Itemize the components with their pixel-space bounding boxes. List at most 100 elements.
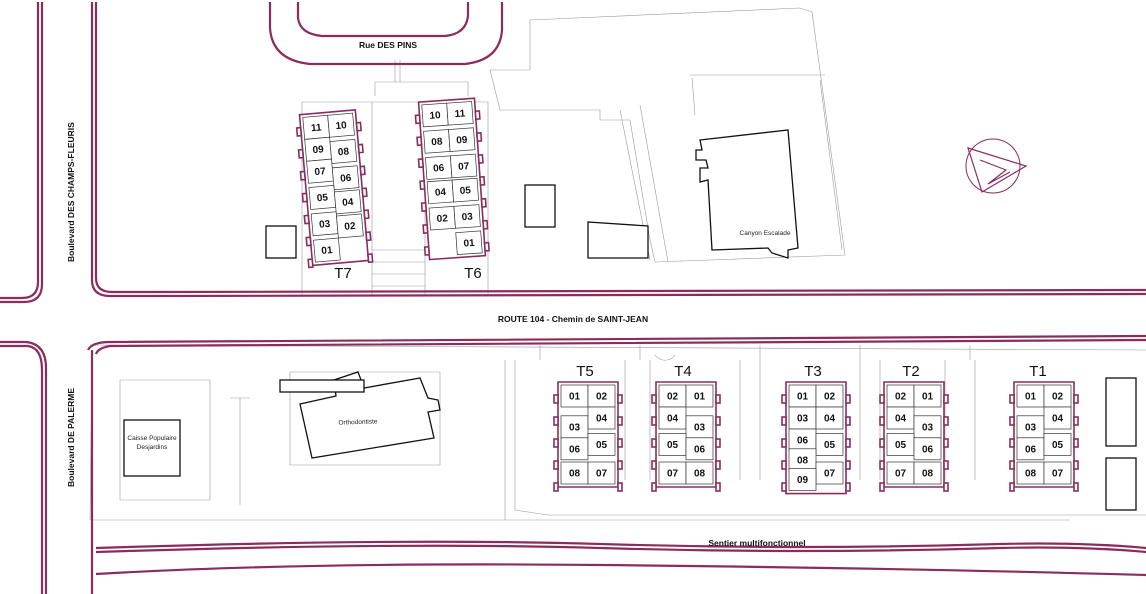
unit-label: 08 — [922, 469, 934, 480]
unit-cell — [455, 230, 483, 255]
tower-label: T7 — [334, 265, 352, 282]
road-label-sentier: Sentier multifonctionnel — [708, 538, 805, 548]
unit-cell — [327, 112, 355, 138]
building-label-orthodontiste: Orthodontiste — [338, 418, 378, 426]
unit-cell — [451, 177, 479, 203]
unit-label: 03 — [569, 422, 581, 433]
unit-label: 08 — [694, 469, 706, 480]
tower-label: T2 — [902, 363, 920, 380]
unit-label: 07 — [596, 469, 608, 480]
unit-label: 01 — [321, 245, 333, 257]
unit-label: 06 — [694, 444, 706, 455]
unit-cell — [685, 461, 714, 485]
unit-label: 06 — [797, 436, 809, 447]
unit-label: 06 — [922, 444, 934, 455]
unit-label: 04 — [824, 414, 836, 425]
unit-cell — [587, 461, 616, 485]
unit-label: 03 — [797, 414, 809, 425]
building-east-2 — [1105, 457, 1137, 511]
road-label-champs-fleuris: Boulevard DES CHAMPS-FLEURIS — [66, 122, 76, 262]
unit-label: 09 — [312, 144, 324, 156]
unit-label: 11 — [311, 122, 323, 134]
building-canyon-escalade — [695, 129, 799, 259]
unit-cell — [815, 406, 844, 430]
building-east-1 — [1105, 377, 1137, 447]
unit-label: 04 — [596, 414, 608, 425]
building-ortho-annex — [279, 379, 365, 393]
unit-cell — [1043, 433, 1072, 456]
tower-label: T6 — [464, 265, 482, 282]
unit-label: 06 — [340, 173, 352, 185]
buildings — [123, 129, 1137, 511]
unit-label: 05 — [596, 440, 608, 451]
unit-cell — [1043, 406, 1072, 430]
building-label-canyon: Canyon Escalade — [740, 230, 791, 237]
unit-cell — [331, 165, 360, 191]
unit-cell — [336, 213, 364, 239]
unit-label: 08 — [1025, 469, 1037, 480]
unit-label: 02 — [1052, 392, 1064, 403]
unit-label: 08 — [569, 469, 581, 480]
unit-label: 03 — [461, 212, 473, 224]
building-label-caisse-2: Desjardins — [137, 444, 168, 451]
unit-label: 10 — [429, 110, 441, 122]
unit-cell — [446, 101, 474, 126]
unit-label: 04 — [667, 414, 679, 425]
unit-cell — [313, 237, 341, 263]
unit-label: 03 — [1025, 422, 1037, 433]
unit-label: 04 — [895, 414, 907, 425]
unit-cell — [815, 433, 844, 456]
unit-label: 02 — [596, 392, 608, 403]
unit-cell — [448, 127, 476, 152]
unit-label: 05 — [316, 192, 328, 204]
building-caisse-populaire — [123, 419, 181, 477]
unit-label: 03 — [922, 422, 934, 433]
north-arrow-icon — [965, 138, 1028, 194]
unit-label: 05 — [824, 440, 836, 451]
unit-label: 02 — [667, 392, 679, 403]
unit-label: 09 — [456, 135, 468, 147]
unit-label: 05 — [667, 440, 679, 451]
unit-cell — [450, 153, 478, 179]
unit-label: 02 — [824, 392, 836, 403]
unit-label: 06 — [1025, 444, 1037, 455]
unit-label: 07 — [824, 469, 836, 480]
unit-label: 07 — [895, 469, 907, 480]
road-label-palerme: Boulevard DE PALERME — [66, 388, 76, 487]
unit-label: 01 — [922, 392, 934, 403]
unit-label: 07 — [458, 161, 470, 173]
unit-cell — [913, 437, 942, 461]
tower-label: T1 — [1029, 363, 1047, 380]
unit-cell — [913, 461, 942, 485]
unit-label: 05 — [459, 185, 471, 197]
unit-label: 01 — [569, 392, 581, 403]
unit-label: 03 — [694, 422, 706, 433]
unit-label: 08 — [797, 455, 809, 466]
unit-cell — [685, 437, 714, 461]
tower-label: T4 — [674, 363, 692, 380]
unit-label: 07 — [314, 166, 326, 178]
building-label-caisse-1: Caisse Populaire — [127, 435, 177, 442]
unit-label: 01 — [1025, 392, 1037, 403]
unit-cell — [334, 189, 362, 215]
unit-label: 05 — [1052, 440, 1064, 451]
unit-label: 02 — [436, 213, 448, 225]
building-west-t7 — [265, 225, 297, 259]
unit-label: 04 — [435, 187, 447, 199]
unit-label: 04 — [1052, 414, 1064, 425]
unit-cell — [587, 433, 616, 456]
unit-label: 01 — [797, 392, 809, 403]
unit-label: 11 — [454, 108, 466, 120]
unit-cell — [587, 406, 616, 430]
unit-label: 01 — [694, 392, 706, 403]
unit-label: 10 — [335, 120, 347, 132]
unit-label: 02 — [344, 221, 356, 233]
unit-cell — [913, 384, 942, 408]
tower-label: T5 — [576, 363, 594, 380]
